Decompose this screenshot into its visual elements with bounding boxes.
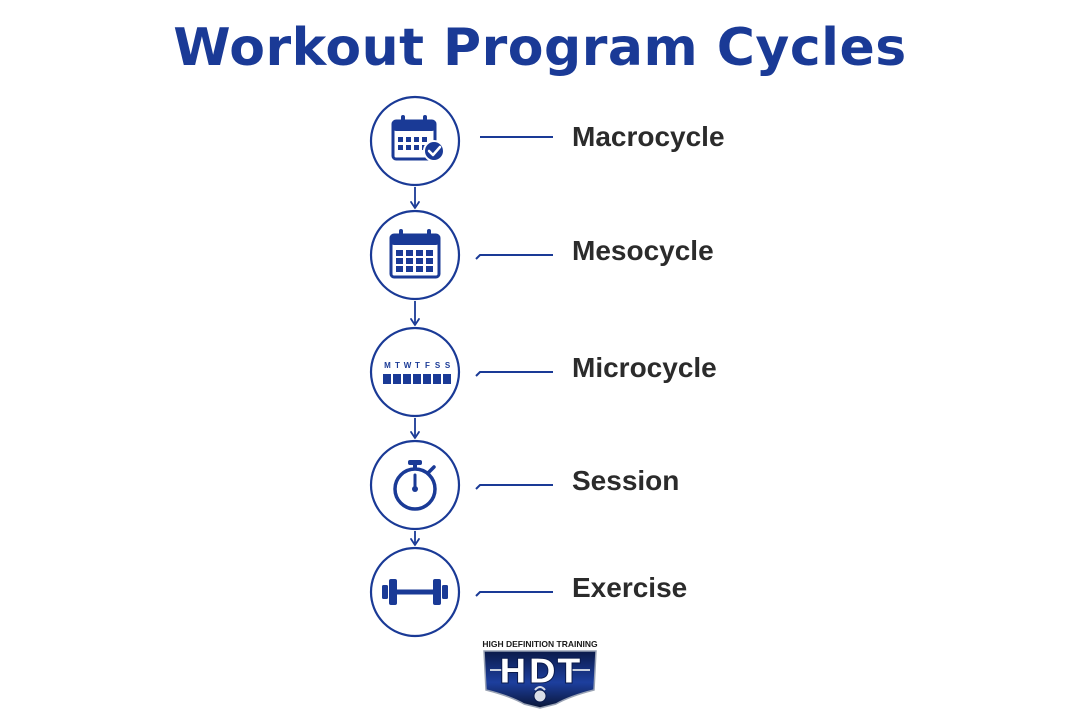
stage-label: Exercise — [572, 572, 687, 603]
down-arrow-icon — [410, 418, 420, 439]
stage-session: Session — [369, 439, 679, 531]
stopwatch-icon — [393, 460, 437, 511]
down-arrow-icon — [410, 187, 420, 209]
stage-exercise: Exercise — [369, 546, 687, 638]
down-arrow-icon — [410, 531, 420, 546]
stage-label: Microcycle — [572, 352, 717, 383]
connector-line — [475, 484, 553, 490]
stage-label: Mesocycle — [572, 235, 714, 266]
connector-line — [475, 591, 553, 597]
stage-mesocycle: Mesocycle — [369, 209, 714, 301]
hdt-logo: HIGH DEFINITION TRAINING HDT — [482, 639, 598, 709]
week-day-letter: M — [384, 361, 391, 370]
week-day-letter: W — [404, 361, 412, 370]
down-arrow-icon — [410, 301, 420, 326]
week-day-letter: F — [425, 361, 430, 370]
connector-line — [475, 371, 553, 377]
week-day-letter: T — [415, 361, 420, 370]
stage-circle — [369, 326, 461, 418]
stage-circle — [369, 209, 461, 301]
calendar-grid-icon — [389, 229, 441, 279]
week-day-letter: S — [445, 361, 451, 370]
stage-macrocycle: Macrocycle — [369, 95, 725, 187]
week-day-letter: S — [435, 361, 441, 370]
calendar-check-icon — [391, 115, 445, 162]
week-day-letter: T — [395, 361, 400, 370]
logo-shield — [483, 650, 597, 709]
connector-line — [475, 254, 553, 260]
dumbbell-icon — [382, 579, 448, 605]
logo-caption: HIGH DEFINITION TRAINING — [482, 639, 598, 649]
stage-label: Macrocycle — [572, 121, 725, 152]
kettlebell-icon — [533, 686, 547, 703]
stage-label: Session — [572, 465, 679, 496]
page-title: Workout Program Cycles — [173, 18, 907, 78]
logo-mark: HDT — [499, 652, 582, 692]
